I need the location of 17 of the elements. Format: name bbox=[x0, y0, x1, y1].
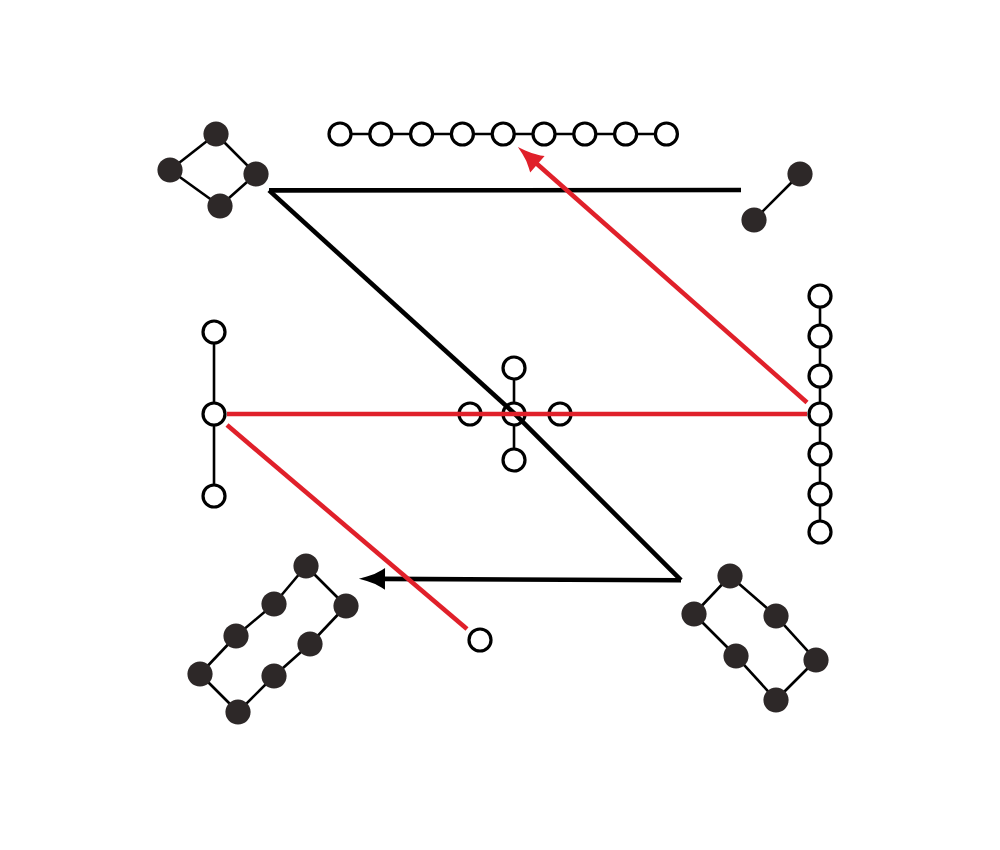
graph-drawing bbox=[681, 563, 829, 713]
arrow bbox=[521, 150, 809, 405]
graph-drawing bbox=[201, 319, 227, 509]
graph-drawing bbox=[807, 283, 833, 545]
connector-line bbox=[513, 412, 683, 582]
connector-line bbox=[225, 423, 469, 631]
graph-drawing bbox=[157, 121, 269, 219]
graph-drawing bbox=[457, 355, 573, 473]
connector-line bbox=[269, 187, 741, 193]
graph-drawing bbox=[741, 161, 813, 233]
connector-line bbox=[515, 411, 807, 417]
graph-drawing bbox=[327, 121, 679, 147]
connector-line bbox=[227, 411, 515, 417]
vertex-circle bbox=[467, 627, 493, 653]
graph-drawing bbox=[187, 553, 359, 725]
arrow bbox=[365, 569, 682, 588]
connector-line bbox=[267, 188, 517, 416]
